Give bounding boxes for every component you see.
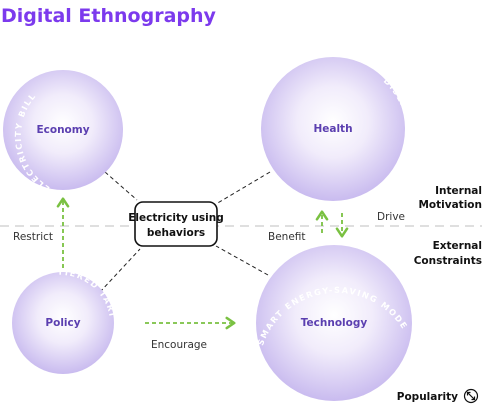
center-node: Electricity using behaviors bbox=[128, 201, 224, 247]
external-line-1: External bbox=[433, 240, 482, 252]
node-technology: SMART ENERGY-SAVING MODE Technology bbox=[255, 245, 412, 401]
economy-bubble bbox=[3, 70, 123, 190]
external-line-2: Constraints bbox=[414, 255, 482, 267]
connector-economy bbox=[104, 171, 138, 201]
health-bubble bbox=[261, 57, 405, 201]
connector-lines bbox=[99, 171, 271, 293]
connector-health bbox=[215, 171, 271, 205]
benefit-label: Benefit bbox=[268, 231, 306, 243]
connector-technology bbox=[215, 245, 269, 276]
health-label: Health bbox=[313, 123, 352, 135]
diagonal-arrows-icon bbox=[463, 388, 479, 404]
node-policy: INCENTIVES TIERED TARIFF Policy bbox=[0, 0, 116, 383]
page-title: Digital Ethnography bbox=[1, 5, 217, 27]
internal-line-1: Internal bbox=[435, 185, 482, 197]
center-line-2: behaviors bbox=[147, 227, 205, 239]
connector-policy bbox=[99, 248, 141, 293]
drive-label: Drive bbox=[377, 211, 405, 223]
green-arrows bbox=[56, 197, 349, 330]
technology-label: Technology bbox=[301, 317, 368, 329]
node-health: PERCEIVED COMFORT DISEASES Health bbox=[237, 57, 414, 201]
policy-bubble bbox=[12, 272, 114, 374]
policy-label: Policy bbox=[45, 317, 80, 329]
center-box bbox=[134, 201, 218, 247]
technology-bubble bbox=[256, 245, 412, 401]
popularity-label: Popularity bbox=[397, 391, 458, 403]
economy-label: Economy bbox=[36, 124, 89, 136]
center-line-1: Electricity using bbox=[128, 212, 224, 224]
restrict-label: Restrict bbox=[13, 231, 53, 243]
node-economy: ELECTRICITY BILL DEVICE INVESTMENT Econo… bbox=[3, 61, 138, 194]
encourage-label: Encourage bbox=[151, 339, 207, 351]
internal-line-2: Motivation bbox=[418, 199, 482, 211]
